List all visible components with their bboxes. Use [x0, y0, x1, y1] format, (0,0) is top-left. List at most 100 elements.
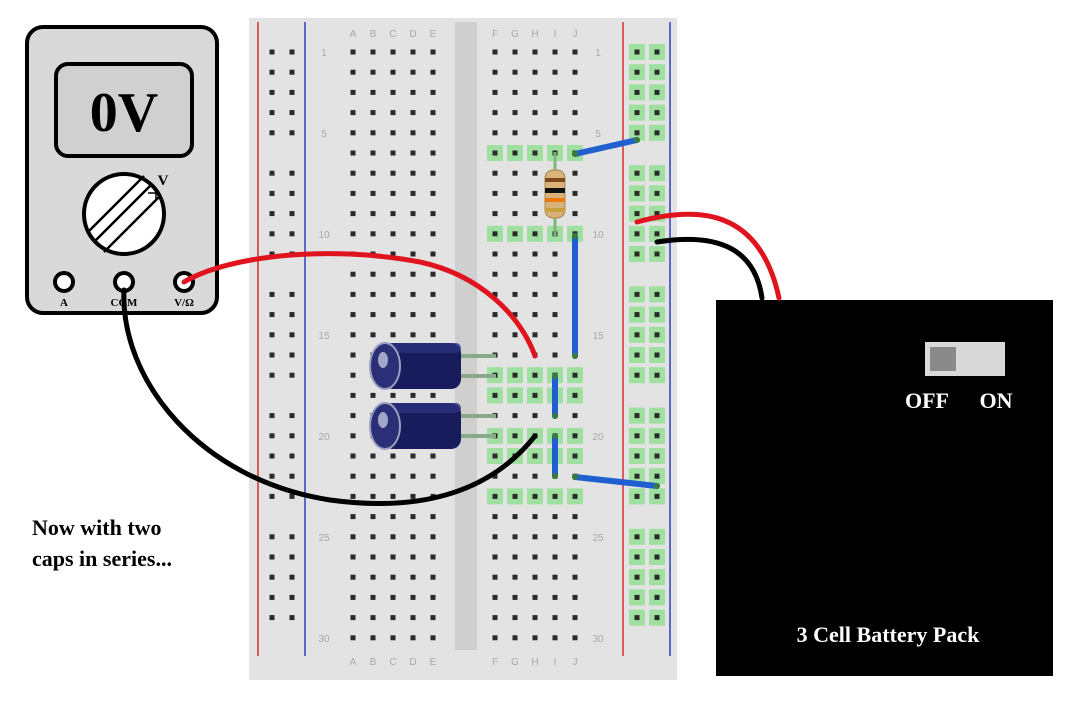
breadboard-hole[interactable] — [572, 493, 578, 499]
rail-hole[interactable] — [654, 312, 660, 318]
breadboard-hole[interactable] — [370, 493, 376, 499]
rail-hole[interactable] — [269, 413, 275, 419]
breadboard-hole[interactable] — [390, 291, 396, 297]
breadboard-hole[interactable] — [492, 493, 498, 499]
breadboard-hole[interactable] — [492, 312, 498, 318]
breadboard-hole[interactable] — [370, 190, 376, 196]
breadboard-hole[interactable] — [512, 473, 518, 479]
breadboard-hole[interactable] — [512, 271, 518, 277]
breadboard-hole[interactable] — [410, 110, 416, 116]
breadboard-hole[interactable] — [572, 69, 578, 75]
breadboard-hole[interactable] — [532, 130, 538, 136]
breadboard-hole[interactable] — [430, 130, 436, 136]
breadboard-hole[interactable] — [350, 110, 356, 116]
breadboard-hole[interactable] — [410, 251, 416, 257]
breadboard-hole[interactable] — [512, 251, 518, 257]
breadboard-hole[interactable] — [370, 514, 376, 520]
switch-knob[interactable] — [930, 347, 956, 371]
breadboard-hole[interactable] — [572, 514, 578, 520]
breadboard-hole[interactable] — [512, 231, 518, 237]
breadboard-hole[interactable] — [410, 453, 416, 459]
breadboard-hole[interactable] — [430, 312, 436, 318]
breadboard-hole[interactable] — [410, 170, 416, 176]
breadboard-hole[interactable] — [552, 49, 558, 55]
rail-hole[interactable] — [289, 231, 295, 237]
breadboard-hole[interactable] — [552, 110, 558, 116]
breadboard-hole[interactable] — [512, 312, 518, 318]
rail-hole[interactable] — [289, 534, 295, 540]
breadboard-hole[interactable] — [532, 190, 538, 196]
rail-hole[interactable] — [634, 453, 640, 459]
breadboard-hole[interactable] — [512, 514, 518, 520]
breadboard-hole[interactable] — [512, 89, 518, 95]
rail-hole[interactable] — [269, 291, 275, 297]
breadboard-hole[interactable] — [390, 635, 396, 641]
rail-hole[interactable] — [269, 110, 275, 116]
breadboard-hole[interactable] — [350, 493, 356, 499]
breadboard-hole[interactable] — [390, 251, 396, 257]
breadboard-hole[interactable] — [512, 110, 518, 116]
breadboard-hole[interactable] — [492, 332, 498, 338]
rail-hole[interactable] — [654, 574, 660, 580]
rail-hole[interactable] — [269, 231, 275, 237]
breadboard-hole[interactable] — [512, 534, 518, 540]
breadboard-hole[interactable] — [410, 211, 416, 217]
breadboard-hole[interactable] — [492, 514, 498, 520]
breadboard-hole[interactable] — [532, 514, 538, 520]
breadboard-hole[interactable] — [410, 493, 416, 499]
breadboard-hole[interactable] — [492, 89, 498, 95]
breadboard-hole[interactable] — [492, 554, 498, 560]
breadboard-hole[interactable] — [350, 231, 356, 237]
breadboard-hole[interactable] — [552, 271, 558, 277]
breadboard-hole[interactable] — [430, 332, 436, 338]
rail-hole[interactable] — [654, 211, 660, 217]
rail-hole[interactable] — [289, 413, 295, 419]
breadboard-hole[interactable] — [492, 231, 498, 237]
breadboard-hole[interactable] — [572, 534, 578, 540]
breadboard-hole[interactable] — [350, 413, 356, 419]
rail-hole[interactable] — [269, 251, 275, 257]
breadboard-hole[interactable] — [350, 594, 356, 600]
breadboard-hole[interactable] — [572, 453, 578, 459]
breadboard-hole[interactable] — [492, 635, 498, 641]
breadboard-hole[interactable] — [370, 554, 376, 560]
rail-hole[interactable] — [634, 594, 640, 600]
breadboard-hole[interactable] — [370, 392, 376, 398]
rail-hole[interactable] — [269, 372, 275, 378]
breadboard-hole[interactable] — [410, 312, 416, 318]
breadboard-hole[interactable] — [350, 372, 356, 378]
rail-hole[interactable] — [634, 89, 640, 95]
breadboard-hole[interactable] — [552, 312, 558, 318]
breadboard-hole[interactable] — [430, 291, 436, 297]
breadboard-hole[interactable] — [370, 150, 376, 156]
breadboard-hole[interactable] — [532, 453, 538, 459]
breadboard-hole[interactable] — [390, 110, 396, 116]
breadboard-hole[interactable] — [390, 574, 396, 580]
rail-hole[interactable] — [269, 433, 275, 439]
breadboard-hole[interactable] — [350, 453, 356, 459]
breadboard-hole[interactable] — [430, 89, 436, 95]
breadboard-hole[interactable] — [350, 574, 356, 580]
rail-hole[interactable] — [269, 453, 275, 459]
breadboard-hole[interactable] — [552, 251, 558, 257]
breadboard-hole[interactable] — [492, 69, 498, 75]
breadboard-hole[interactable] — [572, 635, 578, 641]
rail-hole[interactable] — [634, 170, 640, 176]
breadboard-hole[interactable] — [532, 493, 538, 499]
breadboard-hole[interactable] — [492, 271, 498, 277]
breadboard-hole[interactable] — [390, 190, 396, 196]
breadboard-hole[interactable] — [532, 332, 538, 338]
breadboard-hole[interactable] — [370, 231, 376, 237]
breadboard-hole[interactable] — [430, 453, 436, 459]
breadboard-hole[interactable] — [350, 49, 356, 55]
rail-hole[interactable] — [654, 493, 660, 499]
breadboard-hole[interactable] — [532, 594, 538, 600]
rail-hole[interactable] — [289, 312, 295, 318]
rail-hole[interactable] — [269, 554, 275, 560]
breadboard-hole[interactable] — [532, 69, 538, 75]
breadboard-hole[interactable] — [430, 69, 436, 75]
breadboard-hole[interactable] — [552, 291, 558, 297]
breadboard-hole[interactable] — [552, 594, 558, 600]
breadboard-hole[interactable] — [552, 574, 558, 580]
breadboard-hole[interactable] — [552, 493, 558, 499]
